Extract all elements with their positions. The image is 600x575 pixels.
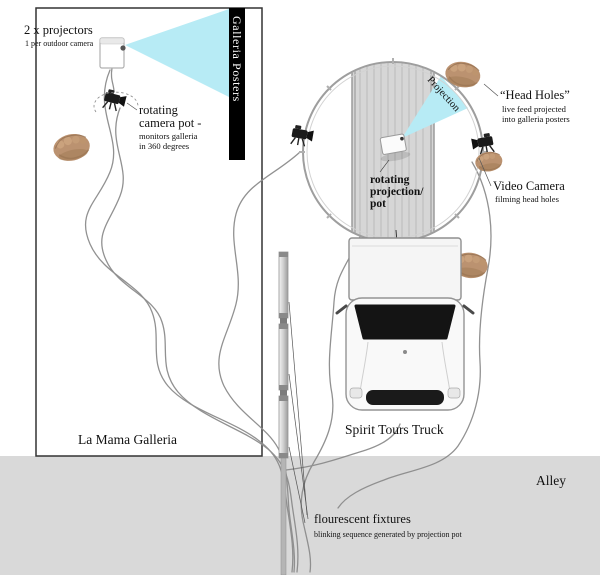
projectors-label: 2 x projectors	[24, 23, 93, 37]
pole	[280, 457, 287, 575]
projector	[99, 37, 126, 69]
pot-label-2: projection/	[370, 186, 424, 198]
truck-label: Spirit Tours Truck	[345, 422, 444, 437]
pot-label-3: pot	[370, 198, 386, 210]
truck-headlight-left	[349, 387, 363, 399]
camera-pot-label-2: camera pot -	[139, 116, 201, 130]
cable	[285, 423, 401, 471]
fist-mid-right-icon	[473, 149, 505, 174]
magnifier-circle: Projection rotating projection/ pot	[299, 58, 487, 246]
alley-label: Alley	[536, 473, 566, 488]
cable	[300, 231, 363, 573]
leader-line	[379, 159, 390, 173]
trailer-roof-zoom	[351, 63, 435, 241]
pot-projection-beam	[402, 76, 468, 138]
rotation-arc-icon	[93, 91, 139, 113]
truck-headlight-right	[447, 387, 461, 399]
leader-line	[478, 157, 492, 187]
projector-lens-icon	[120, 45, 126, 51]
video-camera-sublabel: filming head holes	[495, 194, 560, 204]
truck-mirror-left	[335, 304, 348, 315]
head-holes-sublabel-1: live feed projected	[502, 104, 567, 114]
cable	[101, 107, 299, 573]
video-camera-label: Video Camera	[493, 179, 565, 193]
truck-grille	[366, 390, 444, 405]
truck	[335, 237, 475, 411]
camera-pot-sublabel-1: monitors galleria	[139, 131, 198, 141]
cable	[110, 67, 115, 93]
head-holes-sublabel-2: into galleria posters	[502, 114, 570, 124]
truck-windshield	[354, 304, 456, 340]
fist-top-right-icon	[442, 58, 484, 91]
alley-background	[0, 456, 600, 575]
cable	[218, 151, 301, 573]
posters-label: Galleria Posters	[230, 16, 244, 102]
truck-trailer	[348, 237, 462, 301]
fixture-leader-lines	[288, 301, 309, 524]
leader-line	[483, 83, 499, 97]
fluorescent-tube	[278, 395, 289, 459]
head-holes-label: “Head Holes”	[500, 88, 570, 102]
fixtures-label: flourescent fixtures	[314, 512, 411, 526]
leader-line	[126, 102, 138, 111]
projectors-sublabel: 1 per outdoor camera	[25, 39, 94, 48]
fluorescent-tube	[278, 323, 289, 391]
ring-ticks-icon	[299, 58, 487, 246]
cable	[337, 161, 492, 509]
camera-pot-label-1: rotating	[139, 103, 179, 117]
posters-strip	[229, 8, 245, 160]
fixtures-sublabel: blinking sequence generated by projectio…	[314, 530, 463, 539]
fluorescent-fixtures	[278, 251, 309, 575]
truck-emblem-icon	[403, 350, 407, 354]
projection-pot	[379, 133, 411, 162]
camera-pot-sublabel-2: in 360 degrees	[139, 141, 190, 151]
pot-label-1: rotating	[370, 174, 410, 186]
galleria-label: La Mama Galleria	[78, 432, 177, 447]
fluorescent-tube	[278, 251, 289, 319]
projector-beam	[125, 9, 229, 97]
truck-mirror-right	[462, 304, 475, 315]
